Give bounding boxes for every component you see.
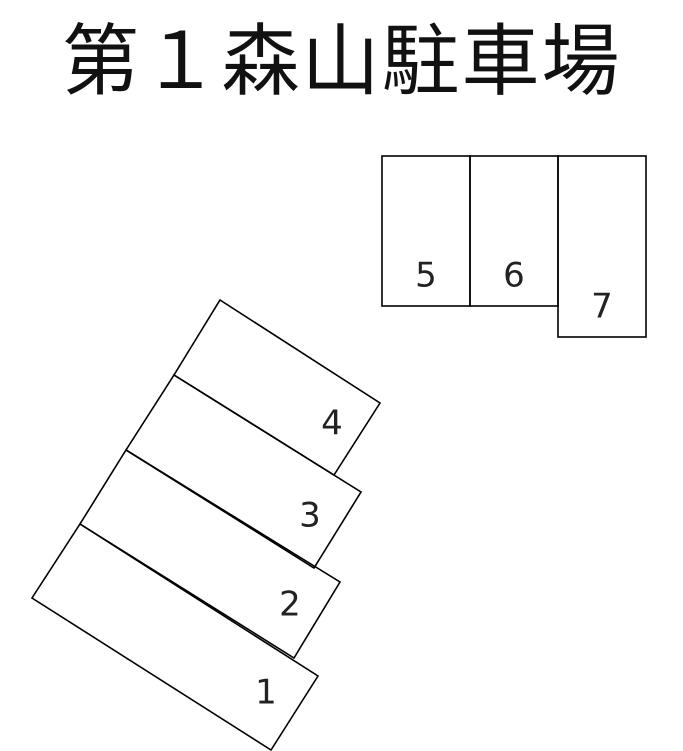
parking-space-2-number: 2: [279, 585, 301, 625]
parking-space-4: 4: [172, 298, 382, 477]
parking-space-6-number: 6: [503, 256, 525, 296]
parking-space-4-outline: [172, 298, 382, 477]
parking-space-4-number: 4: [321, 404, 343, 444]
parking-space-5: 5: [381, 155, 471, 307]
parking-space-1-number: 1: [255, 673, 277, 713]
parking-space-5-number: 5: [415, 256, 437, 296]
parking-space-2: 2: [78, 448, 342, 660]
parking-space-7-outline: [557, 155, 647, 338]
parking-space-3-number: 3: [299, 496, 321, 536]
parking-lot-title: 第１森山駐車場: [61, 17, 622, 107]
parking-space-1-outline: [30, 522, 320, 751]
parking-space-7-number: 7: [591, 287, 613, 327]
parking-space-6: 6: [469, 155, 559, 307]
parking-space-1: 1: [30, 522, 320, 751]
parking-space-7: 7: [557, 155, 647, 338]
parking-space-2-outline: [78, 448, 342, 660]
